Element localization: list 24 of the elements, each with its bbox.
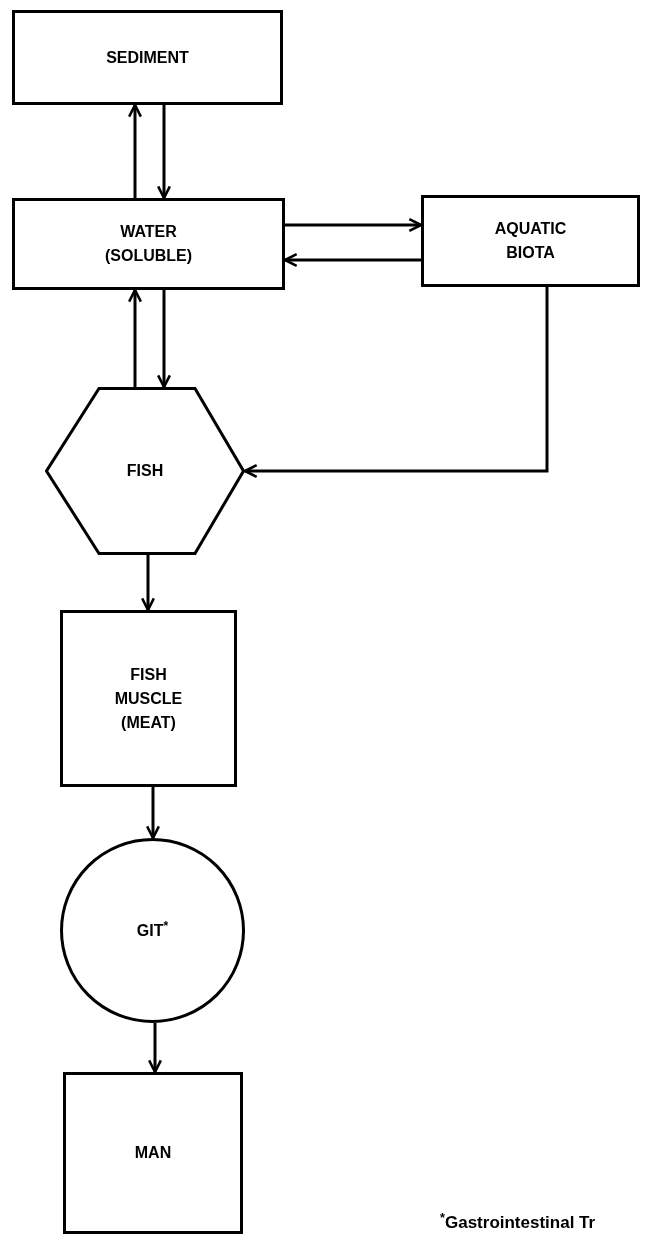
node-label: FISH [126, 461, 164, 481]
process-box [12, 198, 285, 290]
process-box [12, 10, 283, 105]
arrow [243, 287, 549, 479]
arrow [283, 252, 421, 268]
arrow [127, 288, 143, 387]
arrow [156, 105, 172, 200]
node-label: AQUATIC BIOTA [493, 219, 568, 263]
process-box [421, 195, 640, 287]
arrow [145, 787, 161, 840]
arrow [127, 103, 143, 198]
node-label: WATER (SOLUBLE) [103, 222, 194, 266]
node-label: FISH MUSCLE (MEAT) [113, 664, 184, 733]
hexagon-node [45, 387, 245, 555]
arrow [156, 290, 172, 389]
node-label: GIT$^{*}$ [136, 918, 169, 941]
node-label: SEDIMENT [106, 47, 189, 68]
process-box [60, 610, 237, 787]
node-label: MAN [134, 1143, 172, 1163]
arrow [285, 217, 423, 233]
arrow [140, 555, 156, 612]
arrow [147, 1023, 163, 1074]
process-box [63, 1072, 243, 1234]
footnote: $^{*}$Gastrointestinal Tr [440, 1210, 596, 1234]
